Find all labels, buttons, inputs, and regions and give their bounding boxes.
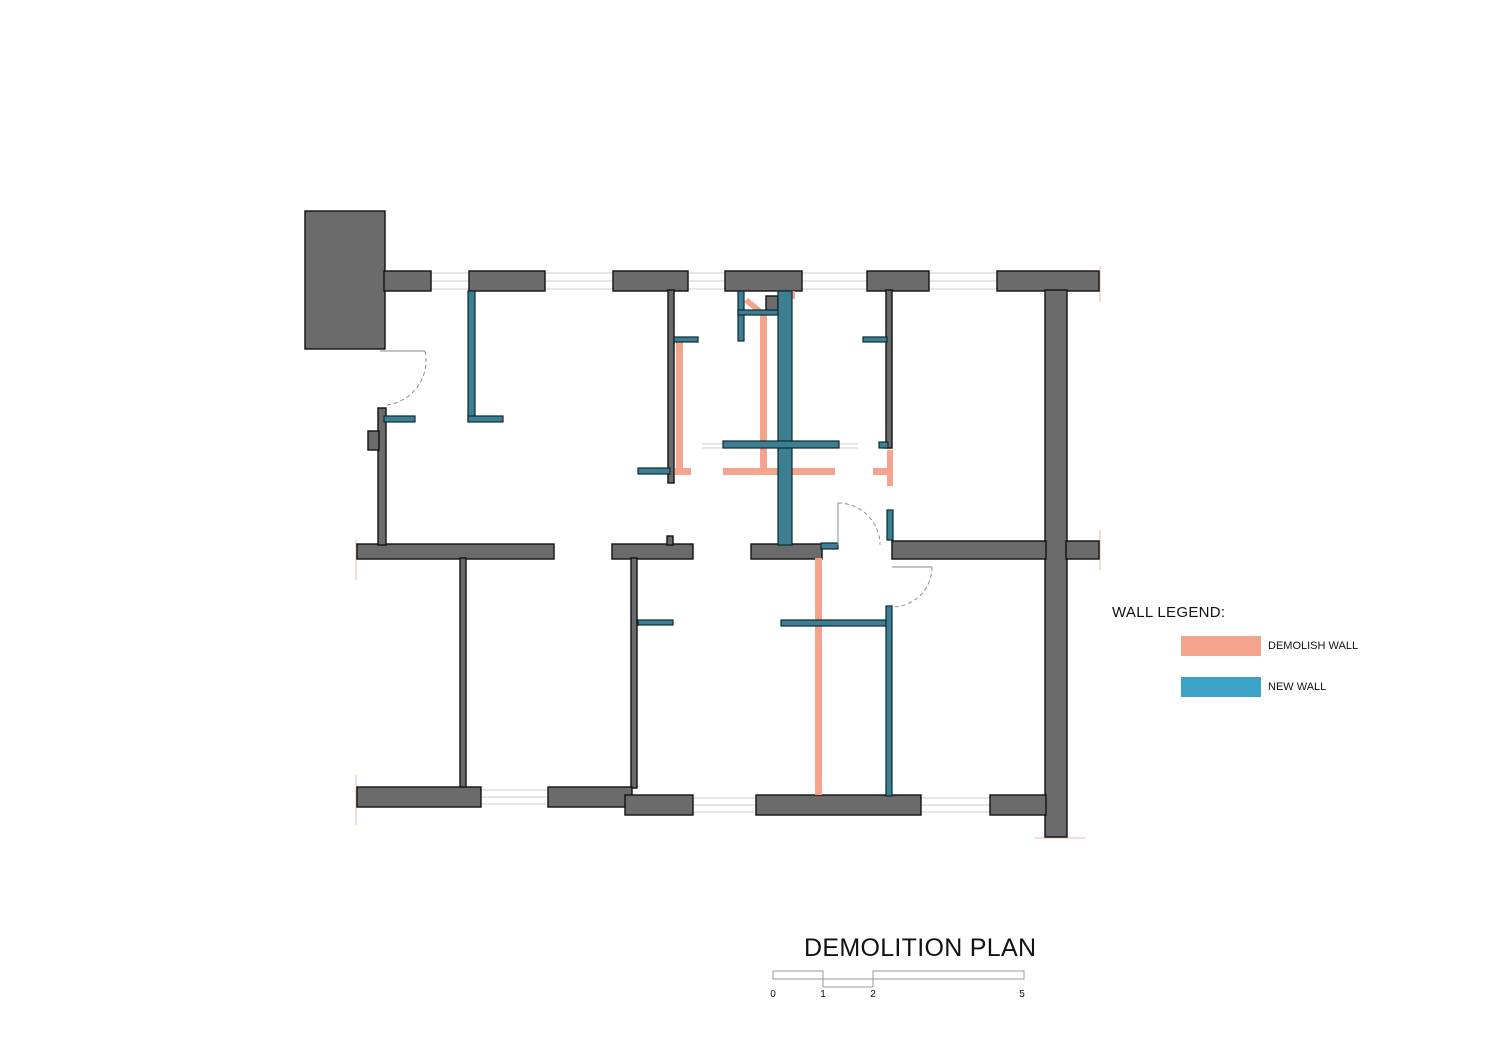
demolish-wall-label: DEMOLISH WALL: [1268, 640, 1359, 652]
demolish-wall-swatch: [1181, 636, 1261, 656]
scale-bar: [772, 970, 1025, 988]
dimension-ticks: [355, 266, 1101, 839]
legend-title: WALL LEGEND:: [1112, 604, 1226, 621]
new-wall-label: NEW WALL: [1268, 681, 1327, 693]
scale-label-0: 0: [770, 989, 776, 1000]
scale-label-1: 1: [820, 989, 826, 1000]
plan-title: DEMOLITION PLAN: [804, 934, 1037, 962]
new-wall-swatch: [1181, 677, 1261, 697]
existing-walls: [304, 210, 1100, 838]
new-walls: [383, 290, 894, 797]
door-swings: [380, 350, 933, 608]
scale-label-5: 5: [1019, 989, 1025, 1000]
scale-label-2: 2: [870, 989, 876, 1000]
